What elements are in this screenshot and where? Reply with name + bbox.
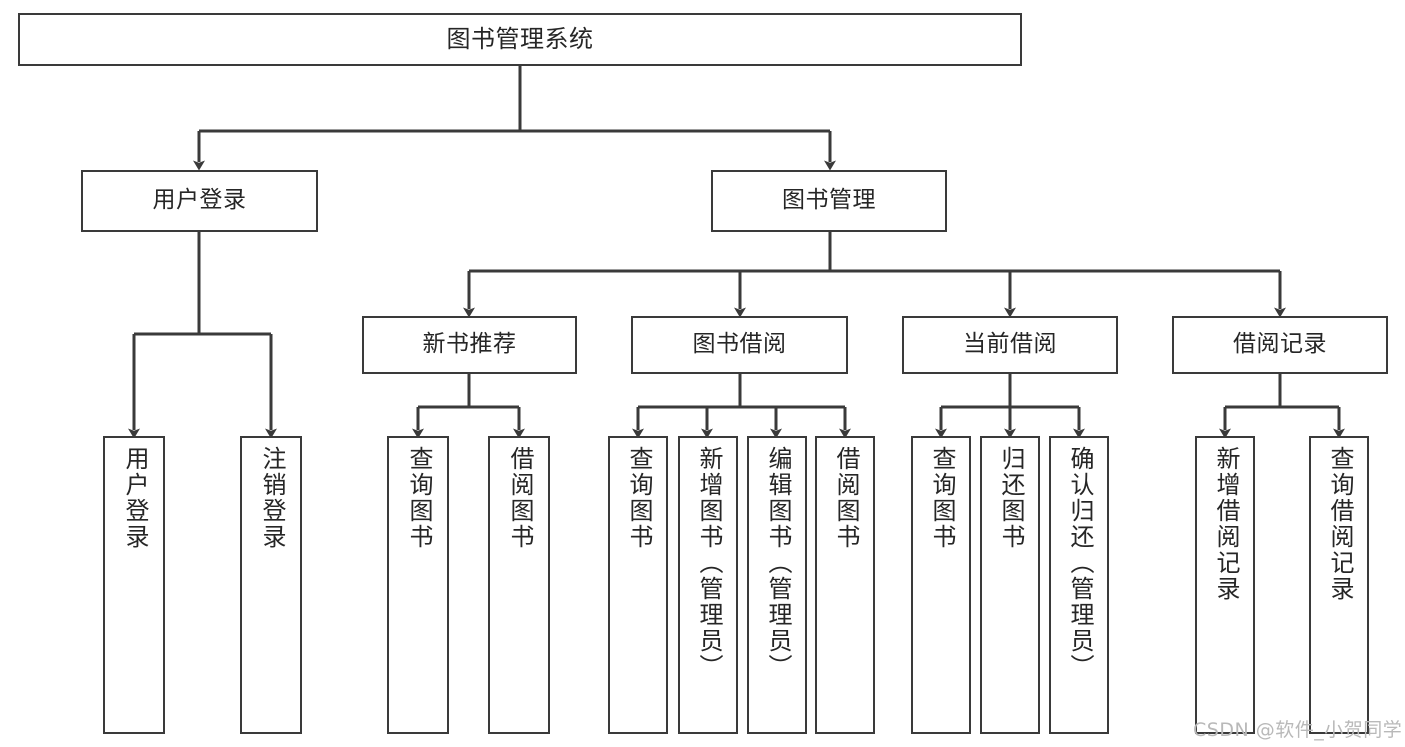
node-leaf-return-book-label: 归还图书 <box>996 446 1025 550</box>
node-current-borrow-label: 当前借阅 <box>963 331 1057 358</box>
node-leaf-edit-book-label: 编辑图书（管理员） <box>763 446 792 680</box>
csdn-watermark: CSDN @软件_小贺同学 <box>1193 719 1403 741</box>
node-leaf-borrow-book-2[interactable]: 借阅图书 <box>815 436 875 734</box>
node-leaf-add-borrow-record-label: 新增借阅记录 <box>1211 446 1240 602</box>
node-user-login[interactable]: 用户登录 <box>81 170 318 232</box>
node-book-management-label: 图书管理 <box>782 187 876 214</box>
node-root[interactable]: 图书管理系统 <box>18 13 1022 66</box>
node-leaf-user-login[interactable]: 用户登录 <box>103 436 165 734</box>
node-leaf-borrow-book-2-label: 借阅图书 <box>831 446 860 550</box>
node-leaf-query-book-2[interactable]: 查询图书 <box>608 436 668 734</box>
node-leaf-query-book-2-label: 查询图书 <box>624 446 653 550</box>
node-leaf-add-borrow-record[interactable]: 新增借阅记录 <box>1195 436 1255 734</box>
node-leaf-return-book[interactable]: 归还图书 <box>980 436 1040 734</box>
node-book-borrow-label: 图书借阅 <box>692 331 787 358</box>
node-borrow-record-label: 借阅记录 <box>1233 331 1327 358</box>
node-leaf-query-book-3-label: 查询图书 <box>927 446 956 550</box>
node-root-label: 图书管理系统 <box>446 25 594 54</box>
node-book-borrow[interactable]: 图书借阅 <box>631 316 848 374</box>
node-leaf-confirm-return[interactable]: 确认归还（管理员） <box>1049 436 1109 734</box>
node-leaf-query-book-1[interactable]: 查询图书 <box>387 436 449 734</box>
node-user-login-label: 用户登录 <box>152 187 247 214</box>
node-leaf-user-login-label: 用户登录 <box>120 446 149 550</box>
node-leaf-add-book-label: 新增图书（管理员） <box>694 446 723 680</box>
node-leaf-query-book-1-label: 查询图书 <box>404 446 433 550</box>
node-new-book-recommend[interactable]: 新书推荐 <box>362 316 577 374</box>
node-leaf-query-borrow-record-label: 查询借阅记录 <box>1325 446 1354 602</box>
node-book-management[interactable]: 图书管理 <box>711 170 947 232</box>
node-borrow-record[interactable]: 借阅记录 <box>1172 316 1388 374</box>
node-leaf-query-borrow-record[interactable]: 查询借阅记录 <box>1309 436 1369 734</box>
node-leaf-confirm-return-label: 确认归还（管理员） <box>1065 446 1094 680</box>
node-leaf-edit-book[interactable]: 编辑图书（管理员） <box>747 436 807 734</box>
node-leaf-logout-login[interactable]: 注销登录 <box>240 436 302 734</box>
node-leaf-add-book[interactable]: 新增图书（管理员） <box>678 436 738 734</box>
node-new-book-recommend-label: 新书推荐 <box>422 331 517 358</box>
node-leaf-borrow-book-1[interactable]: 借阅图书 <box>488 436 550 734</box>
node-leaf-logout-login-label: 注销登录 <box>257 446 286 550</box>
node-current-borrow[interactable]: 当前借阅 <box>902 316 1118 374</box>
node-leaf-borrow-book-1-label: 借阅图书 <box>505 446 534 550</box>
node-leaf-query-book-3[interactable]: 查询图书 <box>911 436 971 734</box>
